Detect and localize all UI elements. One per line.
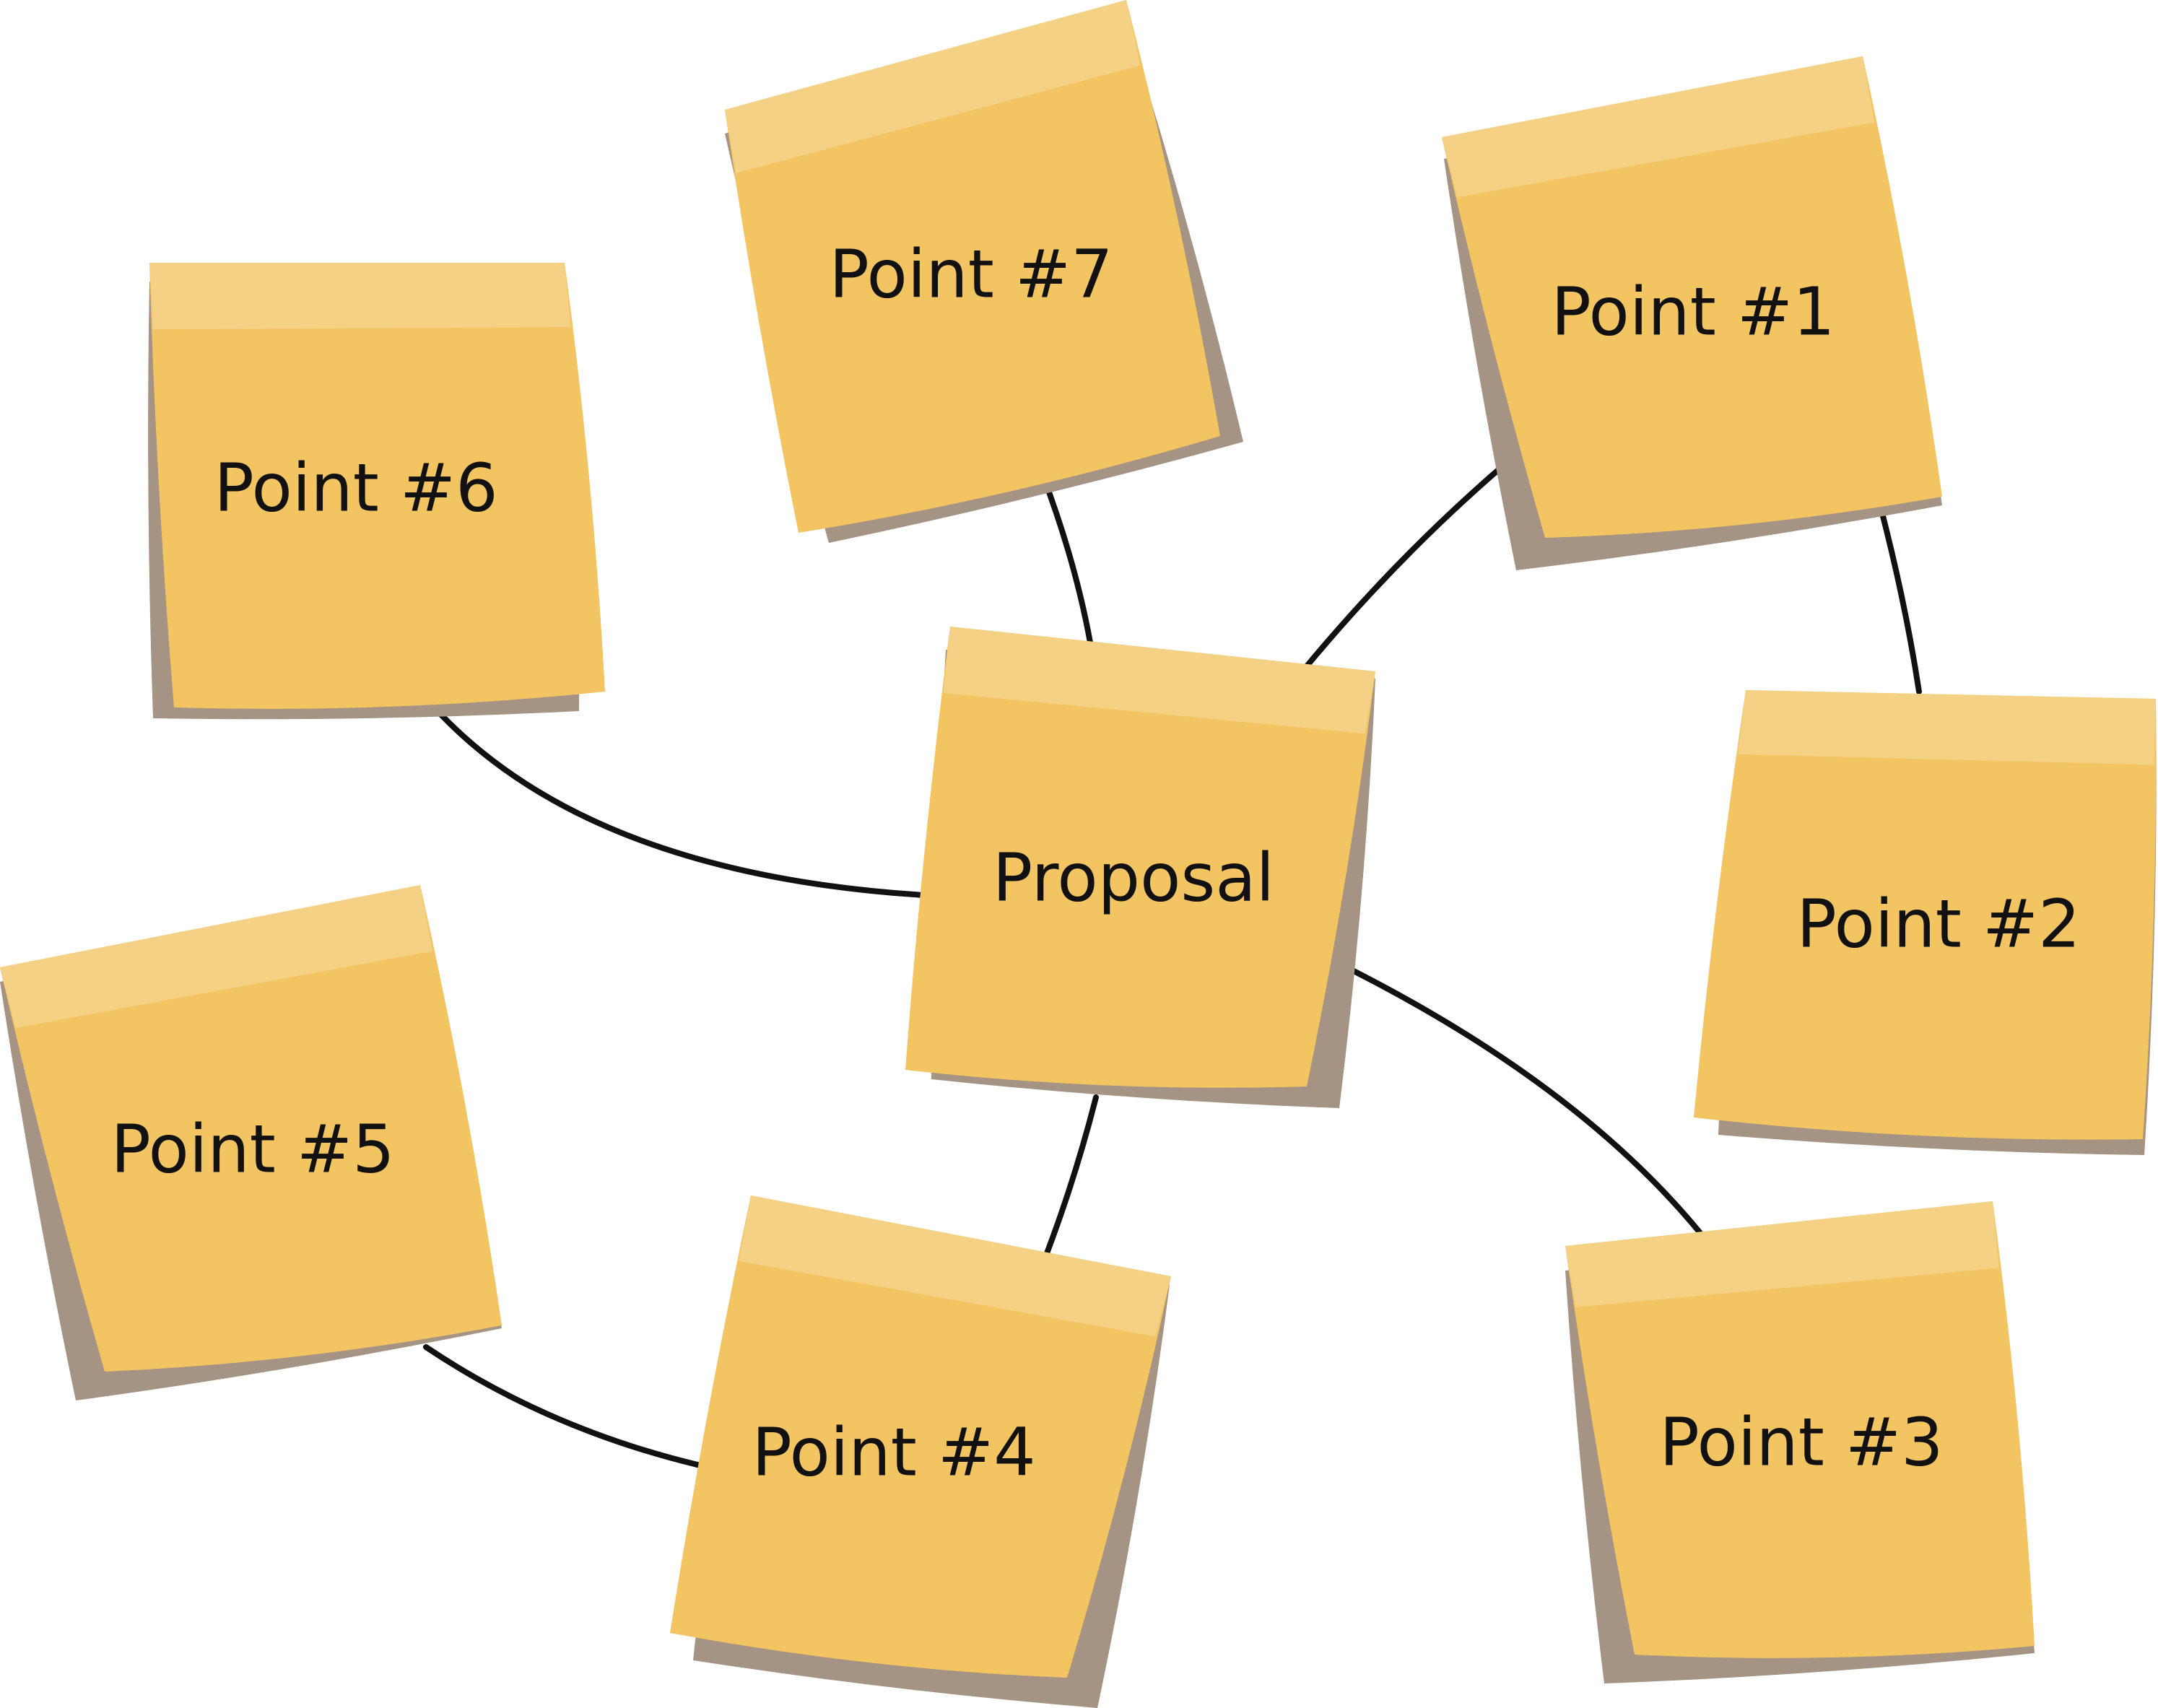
note-adhesive-band <box>0 885 432 1028</box>
sticky-note-point-7[interactable]: Point #7 <box>725 0 1243 543</box>
connector-point-4-point-5 <box>423 1344 703 1468</box>
note-label: Point #3 <box>1659 1403 1943 1481</box>
connector-proposal-point-1 <box>1302 450 1520 671</box>
connector-proposal-point-7 <box>1040 474 1093 645</box>
note-adhesive-band <box>1442 56 1875 198</box>
note-body <box>1565 1201 2035 1658</box>
sticky-note-point-4[interactable]: Point #4 <box>670 1195 1171 1708</box>
connector-layer <box>422 450 1922 1468</box>
note-label: Point #4 <box>752 1413 1035 1491</box>
sticky-note-point-6[interactable]: Point #6 <box>148 263 605 720</box>
note-adhesive-band <box>725 0 1141 173</box>
sticky-note-proposal[interactable]: Proposal <box>905 627 1375 1108</box>
note-body <box>905 627 1375 1088</box>
connector-proposal-point-6 <box>422 694 927 898</box>
note-adhesive-band <box>739 1195 1171 1337</box>
note-adhesive-band <box>1738 690 2156 765</box>
connector-proposal-point-3 <box>1329 957 1703 1236</box>
note-adhesive-band <box>149 263 571 330</box>
sticky-note-point-1[interactable]: Point #1 <box>1442 56 1942 570</box>
note-label: Proposal <box>993 839 1275 916</box>
connector-proposal-point-4 <box>1044 1094 1099 1256</box>
note-label: Point #5 <box>110 1110 394 1188</box>
note-body <box>1694 690 2157 1140</box>
note-label: Point #6 <box>214 449 497 526</box>
connector-point-1-point-2 <box>1880 513 1922 694</box>
sticky-note-point-5[interactable]: Point #5 <box>0 885 502 1400</box>
note-label: Point #1 <box>1551 273 1835 350</box>
note-body <box>149 263 605 710</box>
note-label: Point #2 <box>1796 885 2080 962</box>
sticky-note-point-2[interactable]: Point #2 <box>1694 690 2157 1155</box>
note-adhesive-band <box>943 627 1375 734</box>
note-adhesive-band <box>1565 1201 1999 1307</box>
note-label: Point #7 <box>829 235 1113 313</box>
sticky-note-point-3[interactable]: Point #3 <box>1565 1201 2035 1683</box>
